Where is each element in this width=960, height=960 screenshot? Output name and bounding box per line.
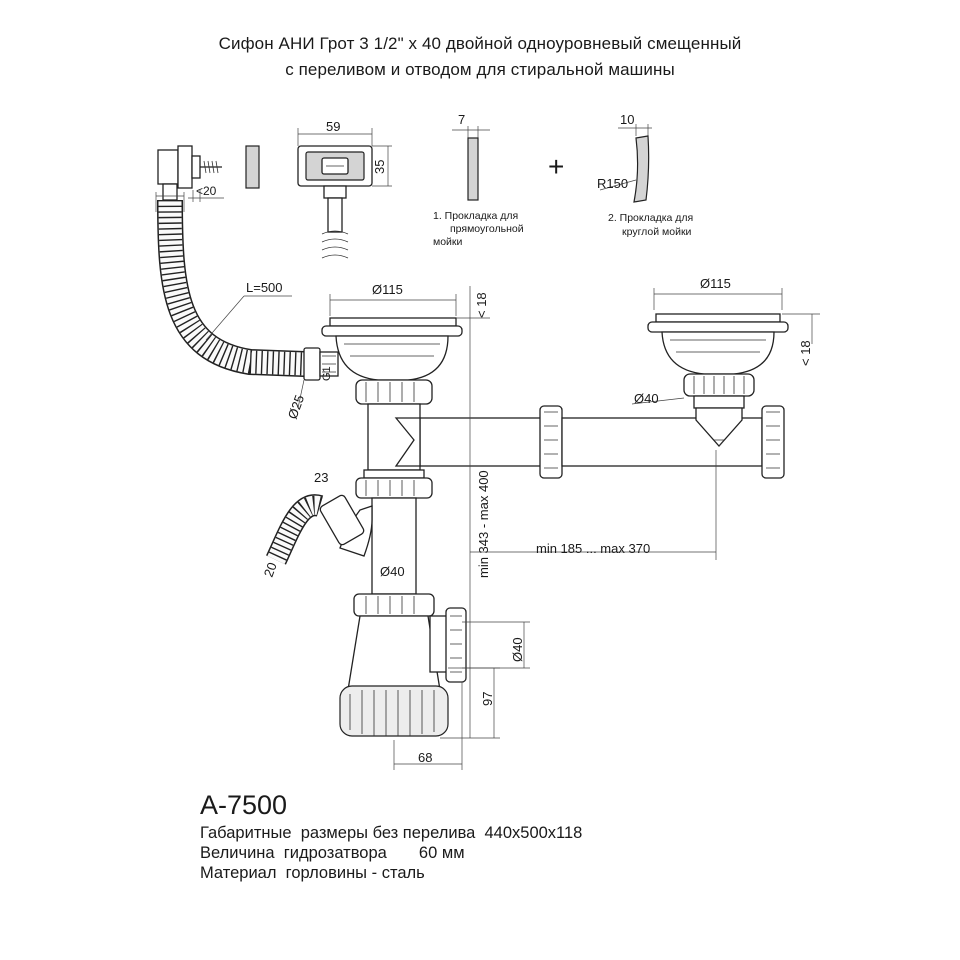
gasket1-note-line-1: 1. Прокладка для	[433, 210, 518, 222]
gasket-round-sink	[599, 124, 652, 203]
left-vertical-tee	[355, 379, 433, 595]
plus-sign: +	[548, 151, 564, 182]
title-line-2: с переливом и отводом для стиральной маш…	[285, 60, 675, 79]
overflow-corrugated-hose	[157, 199, 305, 377]
left-sink-strainer	[297, 286, 490, 409]
washing-machine-branch	[266, 494, 373, 565]
dim-dia40-mid: Ø40	[380, 564, 405, 579]
dim-20: 20	[261, 560, 280, 579]
spec-material: Материал горловины - сталь	[200, 864, 425, 882]
overflow-grille-front-view	[297, 128, 392, 259]
right-sink-strainer	[631, 288, 820, 409]
gasket-strip	[245, 145, 260, 189]
gasket1-note-line-3: мойки	[433, 236, 463, 248]
bottle-trap	[339, 593, 467, 737]
dim-lt20: <20	[196, 184, 217, 198]
dim-lt18-left: < 18	[474, 292, 489, 318]
dim-59: 59	[326, 119, 340, 134]
dim-offset-range: min 185 ... max 370	[536, 541, 650, 556]
title-line-1: Сифон АНИ Грот 3 1/2" х 40 двойной одноу…	[218, 34, 742, 53]
dim-dia40-outlet: Ø40	[510, 637, 525, 662]
gasket1-note-line-2: прямоугольной	[450, 223, 524, 235]
dim-r150: R150	[597, 176, 628, 191]
dim-23: 23	[314, 470, 328, 485]
gasket2-note-line-2: круглой мойки	[622, 226, 692, 238]
dim-35: 35	[372, 160, 387, 174]
dim-l500: L=500	[246, 280, 283, 295]
dim-dia115-left: Ø115	[372, 282, 403, 297]
spec-dimensions: Габаритные размеры без перелива 440х500х…	[200, 824, 583, 842]
spec-water-seal: Величина гидрозатвора 60 мм	[200, 844, 465, 862]
dim-g1: G1	[321, 366, 333, 381]
dim-dia40-right: Ø40	[634, 391, 659, 406]
dim-dia25: Ø25	[285, 393, 308, 421]
dimension-lines	[393, 318, 717, 770]
dim-dia115-right: Ø115	[700, 276, 731, 291]
dim-height-range: min 343 - max 400	[476, 470, 491, 578]
dim-68: 68	[418, 750, 432, 765]
gasket2-note-line-1: 2. Прокладка для	[608, 212, 693, 224]
model-code: А-7500	[200, 790, 288, 820]
dim-97: 97	[480, 692, 495, 706]
dim-10: 10	[620, 112, 634, 127]
gasket-rectangular-sink	[452, 126, 490, 201]
overflow-fitting-side-view	[155, 145, 224, 212]
horizontal-connecting-pipe	[413, 405, 785, 479]
dim-lt18-right: < 18	[798, 340, 813, 366]
dim-7: 7	[458, 112, 465, 127]
